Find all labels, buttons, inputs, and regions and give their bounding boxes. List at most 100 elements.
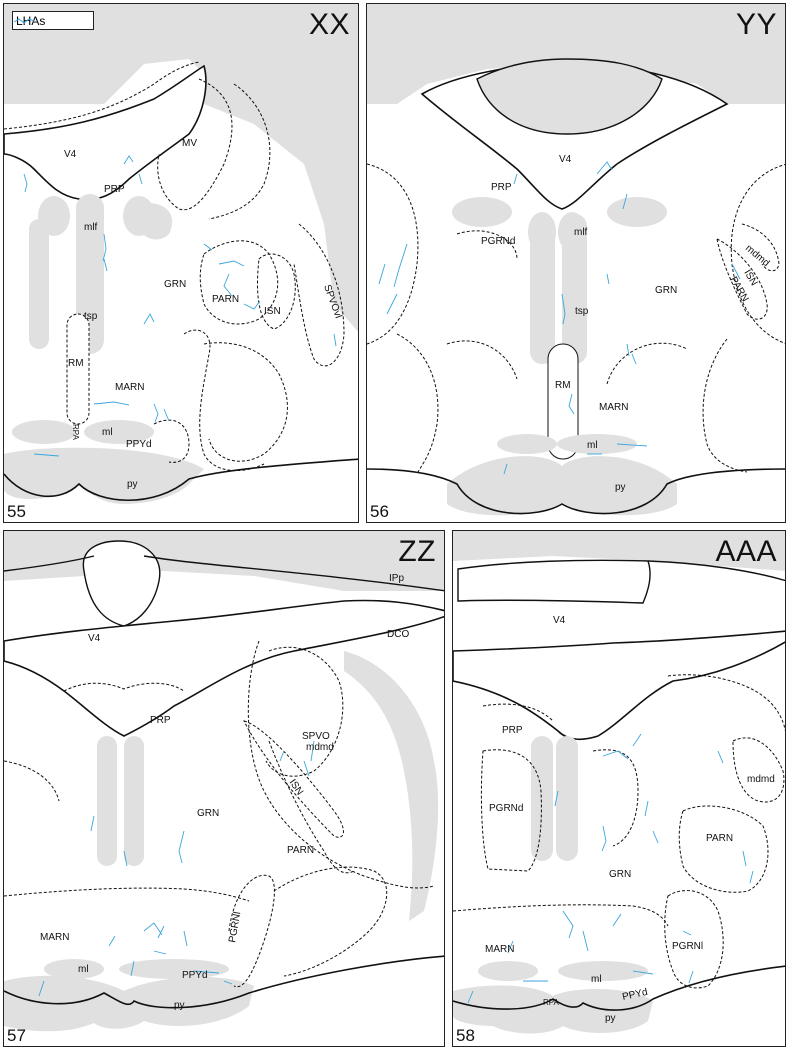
label-ml: ml [591, 974, 602, 985]
mv-boundary [157, 78, 233, 211]
pgrnl-boundary [664, 890, 724, 989]
mdmd-boundary [741, 223, 780, 272]
label-pgrnd: PGRNd [489, 803, 523, 814]
section-57-drawing: IPp V4 DCO PRP SPVO mdmd ISN GRN PARN PG… [4, 531, 444, 1032]
rm-col [547, 343, 579, 460]
label-ipp: IPp [389, 573, 404, 584]
parn-boundary [199, 240, 279, 325]
parn-boundary [678, 805, 769, 893]
ml-left [478, 961, 538, 981]
tsp-left [530, 214, 555, 364]
panel-title: YY [735, 8, 777, 41]
label-isn: ISN [741, 268, 759, 288]
label-v4: V4 [64, 149, 77, 160]
panel-title: AAA [715, 535, 777, 568]
label-pgrnl: PGRNl [672, 941, 703, 952]
lhas-fibers-57 [38, 740, 315, 997]
label-py: py [174, 1000, 185, 1011]
v4-inner [476, 58, 663, 135]
ml-right [119, 959, 229, 979]
label-ppyd: PPYd [182, 970, 208, 981]
lhas-fibers-55 [23, 155, 337, 457]
spvo-boundary [265, 646, 344, 777]
section-58-drawing: V4 PRP PGRNd mdmd PARN GRN MARN PGRNl ml… [453, 531, 785, 1034]
panel-58: V4 PRP PGRNd mdmd PARN GRN MARN PGRNl ml… [452, 530, 786, 1047]
gray-col-left [29, 219, 49, 349]
outer-right [667, 674, 785, 732]
side-left [4, 760, 60, 802]
py-outline [453, 965, 785, 1011]
mid-right [606, 342, 688, 385]
label-ml: ml [102, 427, 113, 438]
prp-boundary [482, 703, 554, 722]
gray-lateral [139, 203, 173, 240]
py-gray [453, 985, 653, 1034]
tsp-tract [76, 194, 104, 354]
cerebellum-gray [453, 531, 785, 571]
panel-56: V4 PRP PGRNd mlf GRN mdmd ISN PARN tsp R… [366, 3, 786, 523]
pgrnd-boundary [456, 230, 518, 260]
panel-title: XX [308, 8, 350, 41]
panel-number: 55 [7, 502, 26, 521]
panel-55: MV V4 PRP mlf GRN PARN ISN SPVOvl tsp RM… [3, 3, 359, 523]
label-prp: PRP [150, 715, 171, 726]
tract-left [97, 736, 117, 866]
py-outline [367, 468, 785, 515]
label-v4: V4 [88, 633, 101, 644]
py-outline [4, 458, 358, 502]
ml-right [84, 420, 154, 444]
lower-complex [273, 866, 388, 977]
label-mlf: mlf [84, 222, 98, 233]
label-rpa: RPA [71, 424, 80, 441]
mdmd-boundary [732, 737, 785, 803]
pgrnl-boundary [228, 874, 275, 988]
gray-left [452, 197, 512, 227]
ppyd-boundary [153, 419, 190, 463]
ml-left [497, 434, 557, 454]
tract-right [124, 736, 144, 866]
label-isn: ISN [264, 306, 281, 317]
cerebellum-gray [367, 4, 785, 104]
right-lateral [730, 164, 785, 344]
legend-fiber-icon [13, 18, 35, 24]
label-mdmd: mdmd [306, 742, 334, 753]
section-55-drawing: MV V4 PRP mlf GRN PARN ISN SPVOvl tsp RM… [4, 4, 358, 522]
left-ventral [396, 333, 439, 475]
marn-boundary [183, 329, 265, 472]
panel-number: 58 [456, 1026, 475, 1045]
label-v4: V4 [559, 154, 572, 165]
v4-outline [4, 599, 444, 737]
isn-boundary [716, 238, 768, 320]
label-marn: MARN [485, 944, 514, 955]
spvovl-boundary [293, 223, 345, 367]
v4-top-line [4, 555, 95, 572]
label-parn: PARN [706, 833, 733, 844]
panel-number: 56 [370, 502, 389, 521]
ml-left [12, 420, 76, 444]
label-tsp: tsp [575, 306, 589, 317]
label-py: py [127, 479, 138, 490]
label-grn: GRN [164, 279, 186, 290]
label-ml: ml [587, 440, 598, 451]
section-56-drawing: V4 PRP PGRNd mlf GRN mdmd ISN PARN tsp R… [367, 4, 785, 516]
label-ppyd: PPYd [621, 987, 648, 1003]
label-isn: ISN [287, 777, 306, 797]
label-mdmd: mdmd [743, 243, 771, 269]
py-gray [4, 447, 204, 504]
left-lateral [367, 163, 419, 345]
label-rm: RM [555, 380, 571, 391]
label-ppyd: PPYd [126, 439, 152, 450]
label-parn: PARN [287, 845, 314, 856]
label-mv: MV [182, 138, 197, 149]
marn-top [453, 904, 669, 927]
grn-upper-boundary [208, 83, 271, 220]
prp-boundary [63, 682, 185, 692]
label-pgrnl: PGRNl [227, 911, 243, 944]
label-grn: GRN [197, 808, 219, 819]
label-ml: ml [78, 964, 89, 975]
legend-label: LHAs [16, 14, 46, 28]
v4-outline [453, 630, 785, 741]
label-rpa: RPA [543, 998, 560, 1007]
lower-lateral-boundary [203, 342, 288, 462]
right-box [592, 749, 639, 847]
